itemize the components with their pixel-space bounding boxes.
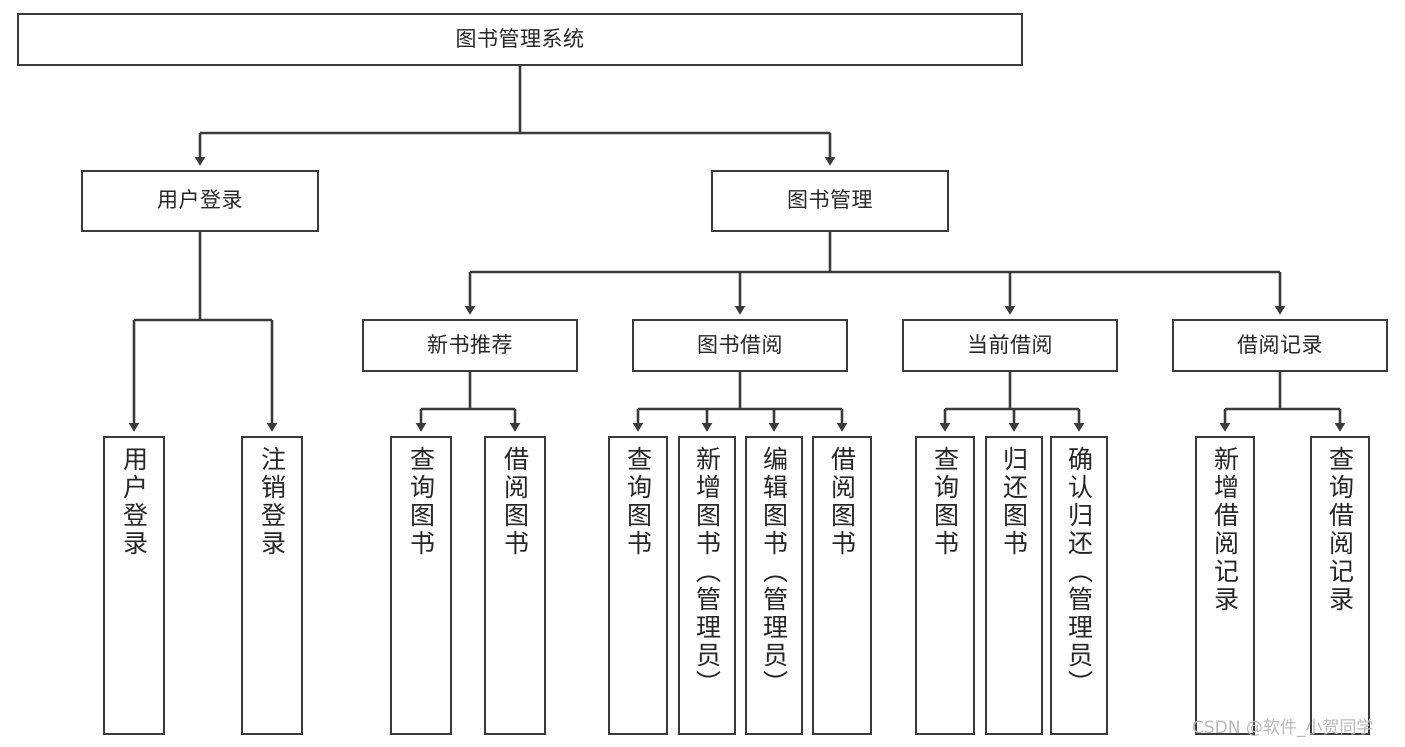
- node-book-manage[interactable]: 图书管理: [711, 170, 949, 232]
- node-leaf-borrow-book-label: 借阅图书: [827, 446, 857, 558]
- node-leaf-query-record-label: 查询借阅记录: [1325, 446, 1355, 614]
- node-leaf-user-login[interactable]: 用户登录: [103, 436, 165, 735]
- node-leaf-query-book-cur-label: 查询图书: [930, 446, 960, 558]
- node-leaf-confirm-return-label: 确认归还（管理员）: [1064, 446, 1094, 698]
- node-leaf-edit-book[interactable]: 编辑图书（管理员）: [745, 436, 803, 735]
- node-leaf-borrow-book-rec[interactable]: 借阅图书: [484, 436, 546, 735]
- node-book-borrow-label: 图书借阅: [697, 332, 783, 357]
- node-leaf-user-login-label: 用户登录: [119, 446, 149, 558]
- node-new-book-rec[interactable]: 新书推荐: [362, 319, 578, 372]
- node-leaf-return-book[interactable]: 归还图书: [985, 436, 1043, 735]
- node-leaf-return-book-label: 归还图书: [999, 446, 1029, 558]
- node-leaf-borrow-book-rec-label: 借阅图书: [500, 446, 530, 558]
- node-leaf-add-record[interactable]: 新增借阅记录: [1195, 436, 1255, 735]
- node-current-borrow-label: 当前借阅: [967, 332, 1053, 357]
- node-leaf-logout-label: 注销登录: [257, 446, 287, 558]
- node-borrow-record[interactable]: 借阅记录: [1172, 319, 1388, 372]
- node-leaf-borrow-book[interactable]: 借阅图书: [812, 436, 872, 735]
- node-new-book-rec-label: 新书推荐: [427, 332, 513, 357]
- node-leaf-query-book-rec-label: 查询图书: [406, 446, 436, 558]
- node-book-manage-label: 图书管理: [787, 188, 873, 213]
- node-book-borrow[interactable]: 图书借阅: [632, 319, 848, 372]
- node-root-label: 图书管理系统: [455, 26, 585, 51]
- node-leaf-query-book-rec[interactable]: 查询图书: [390, 436, 452, 735]
- node-leaf-logout[interactable]: 注销登录: [241, 436, 303, 735]
- node-current-borrow[interactable]: 当前借阅: [902, 319, 1118, 372]
- node-root[interactable]: 图书管理系统: [17, 13, 1023, 66]
- node-borrow-record-label: 借阅记录: [1237, 332, 1323, 357]
- node-leaf-edit-book-label: 编辑图书（管理员）: [759, 446, 789, 698]
- node-user-login[interactable]: 用户登录: [81, 170, 319, 232]
- node-user-login-label: 用户登录: [157, 188, 243, 213]
- node-leaf-query-book[interactable]: 查询图书: [608, 436, 668, 735]
- node-leaf-query-book-label: 查询图书: [623, 446, 653, 558]
- node-leaf-add-record-label: 新增借阅记录: [1210, 446, 1240, 614]
- node-leaf-add-book[interactable]: 新增图书（管理员）: [678, 436, 736, 735]
- node-leaf-confirm-return[interactable]: 确认归还（管理员）: [1050, 436, 1108, 735]
- node-leaf-add-book-label: 新增图书（管理员）: [692, 446, 722, 698]
- node-leaf-query-book-cur[interactable]: 查询图书: [915, 436, 975, 735]
- node-leaf-query-record[interactable]: 查询借阅记录: [1310, 436, 1370, 735]
